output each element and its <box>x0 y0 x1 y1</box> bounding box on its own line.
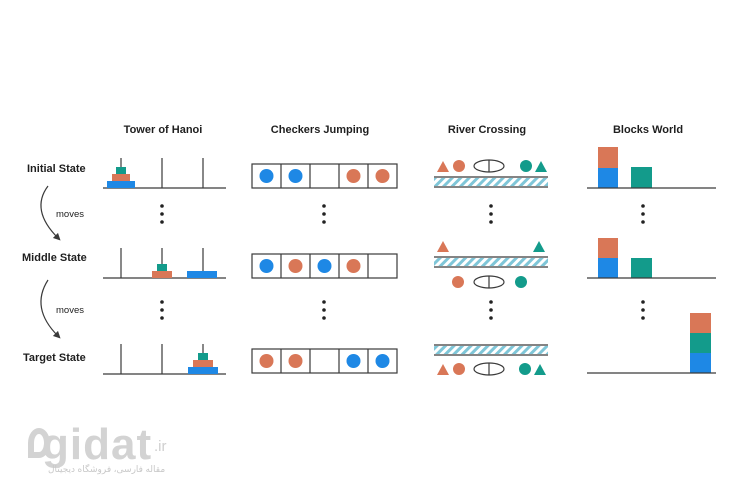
circle-orange <box>452 276 464 288</box>
disk-medium <box>112 174 130 181</box>
checkers-initial <box>251 163 398 189</box>
circle-teal <box>515 276 527 288</box>
blocks-initial <box>587 147 716 189</box>
checker-blue <box>259 259 274 273</box>
checker-blue <box>317 259 332 273</box>
block-teal <box>690 333 711 353</box>
circle-teal <box>520 160 532 172</box>
river <box>434 258 548 266</box>
disk-small <box>116 167 126 174</box>
watermark-tagline: مقاله فارسی، فروشگاه دیجیتال <box>48 464 166 474</box>
river <box>434 178 548 186</box>
checker-orange <box>288 354 303 368</box>
hanoi-middle <box>103 248 226 279</box>
circle-teal <box>519 363 531 375</box>
blocks-middle <box>587 238 716 279</box>
watermark-tld: .ir <box>154 438 167 455</box>
triangle-teal <box>533 241 545 252</box>
hanoi-target <box>103 344 226 375</box>
watermark-logo: gidat .ir مقاله فارسی، فروشگاه دیجیتال <box>14 418 204 480</box>
disk-large <box>107 181 135 188</box>
river-middle <box>434 241 548 289</box>
triangle-orange <box>437 364 449 375</box>
triangle-teal <box>534 364 546 375</box>
disk-small <box>198 353 208 360</box>
checker-orange <box>259 354 274 368</box>
moves-arrow-top <box>40 185 61 241</box>
triangle-orange <box>437 241 449 252</box>
block-orange <box>598 238 618 258</box>
triangle-orange <box>437 161 449 172</box>
checkers-target <box>251 348 398 374</box>
checker-orange <box>288 259 303 273</box>
column-title-checkers: Checkers Jumping <box>270 124 370 136</box>
block-orange <box>598 147 618 168</box>
checker-blue <box>375 354 390 368</box>
river <box>434 346 548 354</box>
moves-label-bottom: moves <box>56 305 84 316</box>
triangle-teal <box>535 161 547 172</box>
watermark-text: gidat <box>42 420 153 469</box>
checker-blue <box>288 169 303 183</box>
row-label-target: Target State <box>23 352 86 364</box>
disk-large <box>187 271 217 278</box>
hanoi-initial <box>103 158 226 189</box>
river-target <box>434 344 548 376</box>
block-blue <box>598 258 618 278</box>
moves-label-top: moves <box>56 209 84 220</box>
blocks-target <box>587 313 716 374</box>
disk-large <box>188 367 218 374</box>
disk-medium <box>152 271 172 278</box>
block-teal <box>631 167 652 188</box>
block-blue <box>598 168 618 188</box>
logo-mark-icon <box>28 428 50 458</box>
disk-medium <box>193 360 213 367</box>
column-title-blocks: Blocks World <box>612 124 684 136</box>
block-teal <box>631 258 652 278</box>
column-title-river: River Crossing <box>447 124 527 136</box>
checkers-middle <box>251 253 398 279</box>
column-title-hanoi: Tower of Hanoi <box>123 124 203 136</box>
checker-orange <box>346 259 361 273</box>
ellipsis-row1 <box>160 204 645 224</box>
disk-small <box>157 264 167 271</box>
checker-orange <box>346 169 361 183</box>
ellipsis-row2 <box>160 300 645 320</box>
checker-blue <box>259 169 274 183</box>
circle-orange <box>453 160 465 172</box>
row-label-initial: Initial State <box>27 163 86 175</box>
moves-arrow-bottom <box>40 279 61 339</box>
block-orange <box>690 313 711 333</box>
block-blue <box>690 353 711 373</box>
river-initial <box>434 159 548 188</box>
circle-orange <box>453 363 465 375</box>
checker-orange <box>375 169 390 183</box>
checker-blue <box>346 354 361 368</box>
row-label-middle: Middle State <box>22 252 87 264</box>
